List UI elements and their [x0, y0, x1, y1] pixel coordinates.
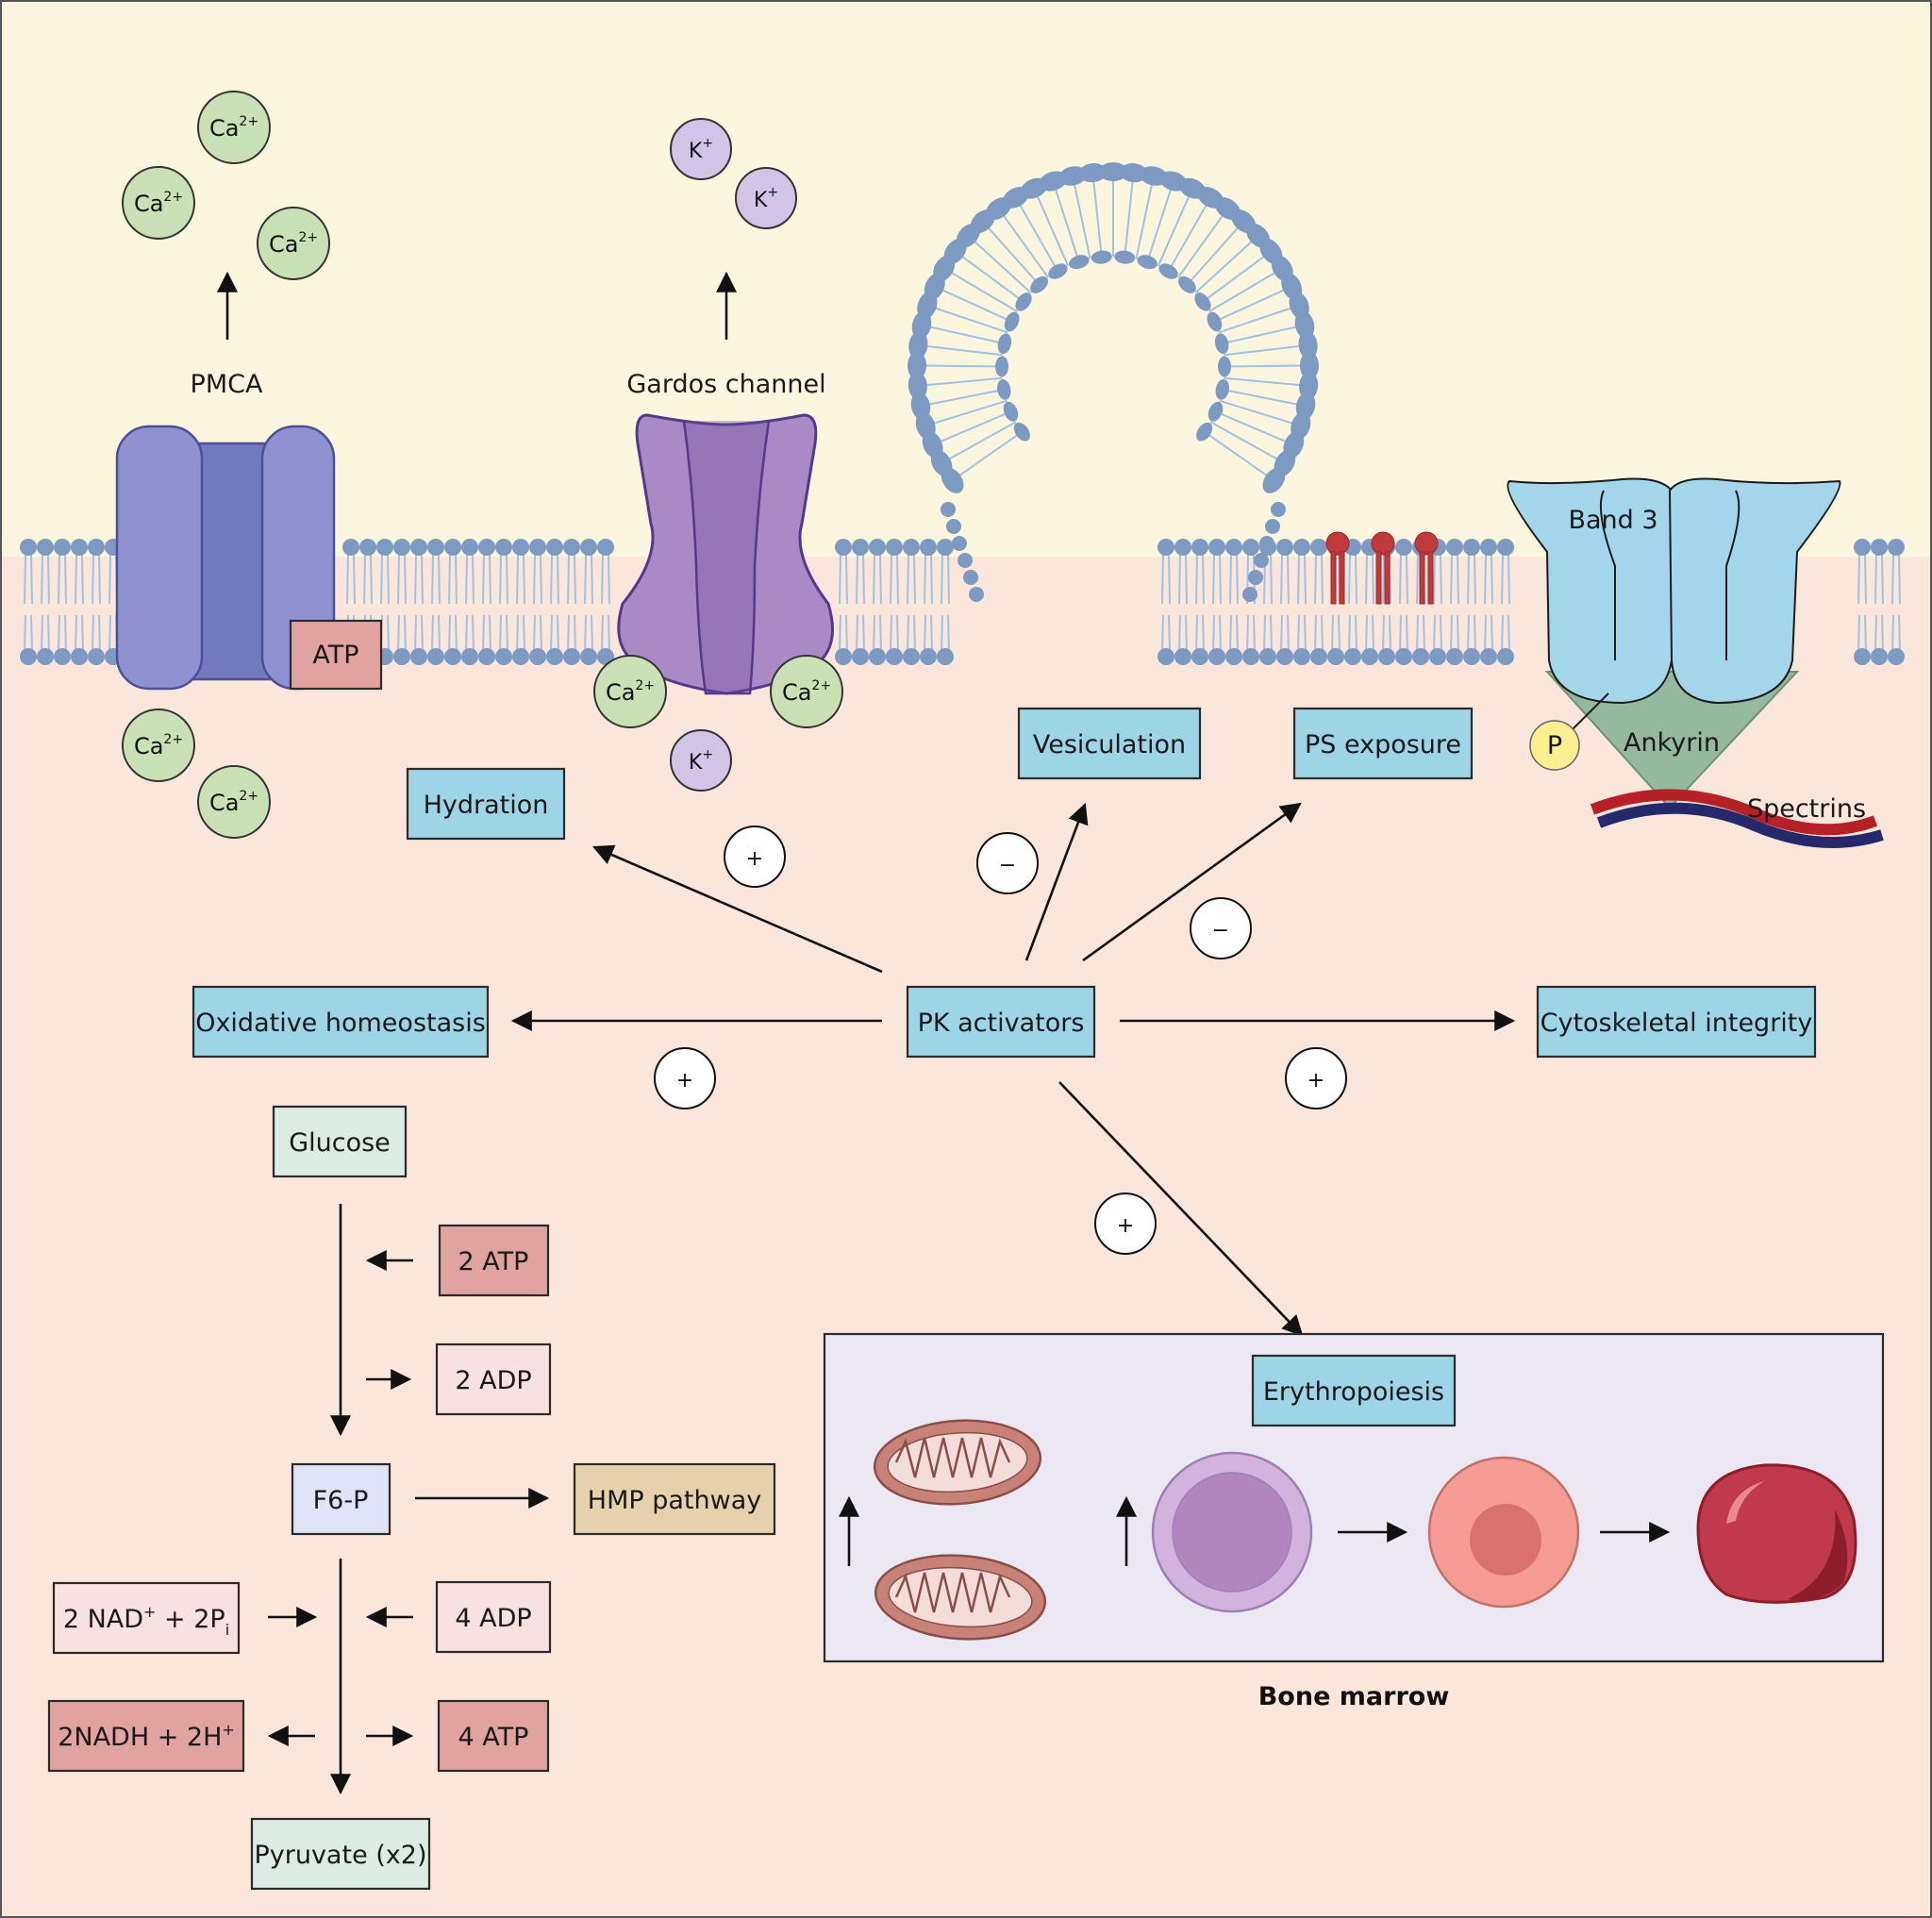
reticulocyte-cell: [1427, 1456, 1580, 1609]
pk-activators-box: PK activators: [906, 985, 1096, 1059]
calcium-ion: Ca2+: [197, 91, 271, 164]
sign-cytoskeletal-text: +: [1307, 1069, 1324, 1092]
atp-4-box: 4 ATP: [437, 1699, 550, 1773]
sign-hydration: +: [724, 826, 786, 888]
vesiculation-label: Vesiculation: [1033, 730, 1186, 759]
sign-hydration-text: +: [746, 847, 763, 871]
sign-erythropoiesis: +: [1094, 1192, 1157, 1255]
ion-label: Ca2+: [134, 190, 183, 217]
ion-label: Ca2+: [269, 230, 318, 258]
f6p-label: F6-P: [313, 1486, 369, 1515]
ankyrin-label: Ankyrin: [1624, 728, 1720, 758]
glucose-box: Glucose: [272, 1105, 408, 1178]
pk-activators-label: PK activators: [918, 1009, 1085, 1038]
calcium-ion: Ca2+: [122, 166, 195, 240]
erythropoiesis-label: Erythropoiesis: [1263, 1377, 1444, 1407]
calcium-ion: Ca2+: [593, 655, 667, 728]
mitochondrion-top: [873, 1419, 1042, 1506]
potassium-ion: K+: [735, 167, 797, 229]
band3-label: Band 3: [1568, 506, 1657, 535]
sign-ps-text: −: [1212, 919, 1229, 942]
nad-box: 2 NAD+ + 2Pi: [52, 1581, 241, 1655]
sign-vesiculation: −: [976, 832, 1039, 894]
sign-vesiculation-text: −: [999, 854, 1016, 877]
ion-label: K+: [689, 136, 713, 163]
gardos-label: Gardos channel: [626, 370, 825, 399]
cytoskeletal-integrity-box: Cytoskeletal integrity: [1536, 985, 1817, 1059]
sign-erythropoiesis-text: +: [1117, 1214, 1134, 1238]
pmca-label: PMCA: [191, 370, 263, 399]
ion-label: Ca2+: [209, 114, 258, 142]
atp-4-label: 4 ATP: [458, 1723, 529, 1752]
cytoskeletal-label: Cytoskeletal integrity: [1541, 1009, 1813, 1038]
ion-label: Ca2+: [134, 732, 183, 759]
ps-exposed-lipids: [1325, 531, 1439, 605]
membrane-vesicle: [908, 162, 1319, 602]
oxidative-homeostasis-box: Oxidative homeostasis: [192, 985, 490, 1059]
gardos-channel: [617, 413, 834, 695]
potassium-ion: K+: [670, 118, 732, 180]
atp-label: ATP: [312, 641, 358, 670]
vesiculation-box: Vesiculation: [1017, 707, 1202, 780]
hmp-label: HMP pathway: [588, 1486, 761, 1515]
phospho-label: P: [1547, 731, 1562, 760]
f6p-box: F6-P: [291, 1462, 391, 1536]
sign-oxidative: +: [654, 1047, 716, 1109]
ion-label: K+: [754, 185, 778, 212]
arrow-to-ps-exposure: [1082, 802, 1302, 962]
nadh-box: 2NADH + 2H+: [47, 1699, 245, 1773]
band3-complex: [1507, 477, 1884, 848]
ion-label: Ca2+: [606, 678, 655, 706]
ion-label: K+: [689, 747, 713, 775]
potassium-ion: K+: [670, 729, 732, 792]
adp-4-label: 4 ADP: [455, 1604, 531, 1633]
calcium-ion: Ca2+: [770, 655, 843, 728]
nad-label: 2 NAD+ + 2Pi: [63, 1603, 229, 1639]
bone-marrow-panel: Erythropoiesis: [823, 1332, 1885, 1663]
adp-2-box: 2 ADP: [435, 1343, 552, 1416]
arrow-to-hydration: [591, 844, 883, 974]
hmp-pathway-box: HMP pathway: [573, 1462, 776, 1536]
atp-box-pmca: ATP: [289, 619, 383, 691]
ps-exposure-box: PS exposure: [1292, 707, 1474, 780]
mitochondrion-bottom: [874, 1554, 1047, 1641]
spectrins-label: Spectrins: [1747, 794, 1866, 824]
calcium-ion: Ca2+: [257, 207, 330, 280]
ions: Ca2+ Ca2+ Ca2+ K+ K+ Ca2+ Ca2+ Ca2+ Ca2+ K+: [122, 91, 843, 839]
adp-2-label: 2 ADP: [455, 1366, 531, 1395]
arrow-to-vesiculation: [1024, 802, 1089, 961]
bone-marrow-label: Bone marrow: [1258, 1682, 1450, 1711]
sign-cytoskeletal: +: [1285, 1047, 1347, 1109]
calcium-ion: Ca2+: [122, 709, 195, 782]
lipid-bilayer: [20, 539, 1905, 665]
atp-2-label: 2 ATP: [458, 1247, 529, 1276]
sign-oxidative-text: +: [676, 1069, 693, 1092]
sign-ps-exposure: −: [1190, 897, 1252, 959]
nadh-label: 2NADH + 2H+: [58, 1721, 235, 1752]
adp-4-box: 4 ADP: [435, 1580, 552, 1654]
calcium-ion: Ca2+: [197, 765, 271, 839]
hydration-box: Hydration: [406, 767, 566, 841]
ps-exposure-label: PS exposure: [1305, 730, 1461, 759]
erythropoiesis-box: Erythropoiesis: [1251, 1354, 1457, 1427]
red-blood-cell: [1696, 1463, 1857, 1604]
atp-2-box: 2 ATP: [438, 1224, 550, 1297]
oxidative-label: Oxidative homeostasis: [195, 1009, 486, 1038]
erythroblast-cell: [1151, 1451, 1313, 1613]
ion-label: Ca2+: [782, 678, 831, 706]
hydration-label: Hydration: [424, 791, 549, 820]
pyruvate-label: Pyruvate (x2): [254, 1841, 426, 1870]
pyruvate-box: Pyruvate (x2): [250, 1817, 431, 1891]
ion-label: Ca2+: [209, 789, 258, 816]
glucose-label: Glucose: [289, 1128, 391, 1158]
arrow-to-erythropoiesis: [1058, 1081, 1304, 1337]
intracellular-region: [0, 557, 1932, 1918]
